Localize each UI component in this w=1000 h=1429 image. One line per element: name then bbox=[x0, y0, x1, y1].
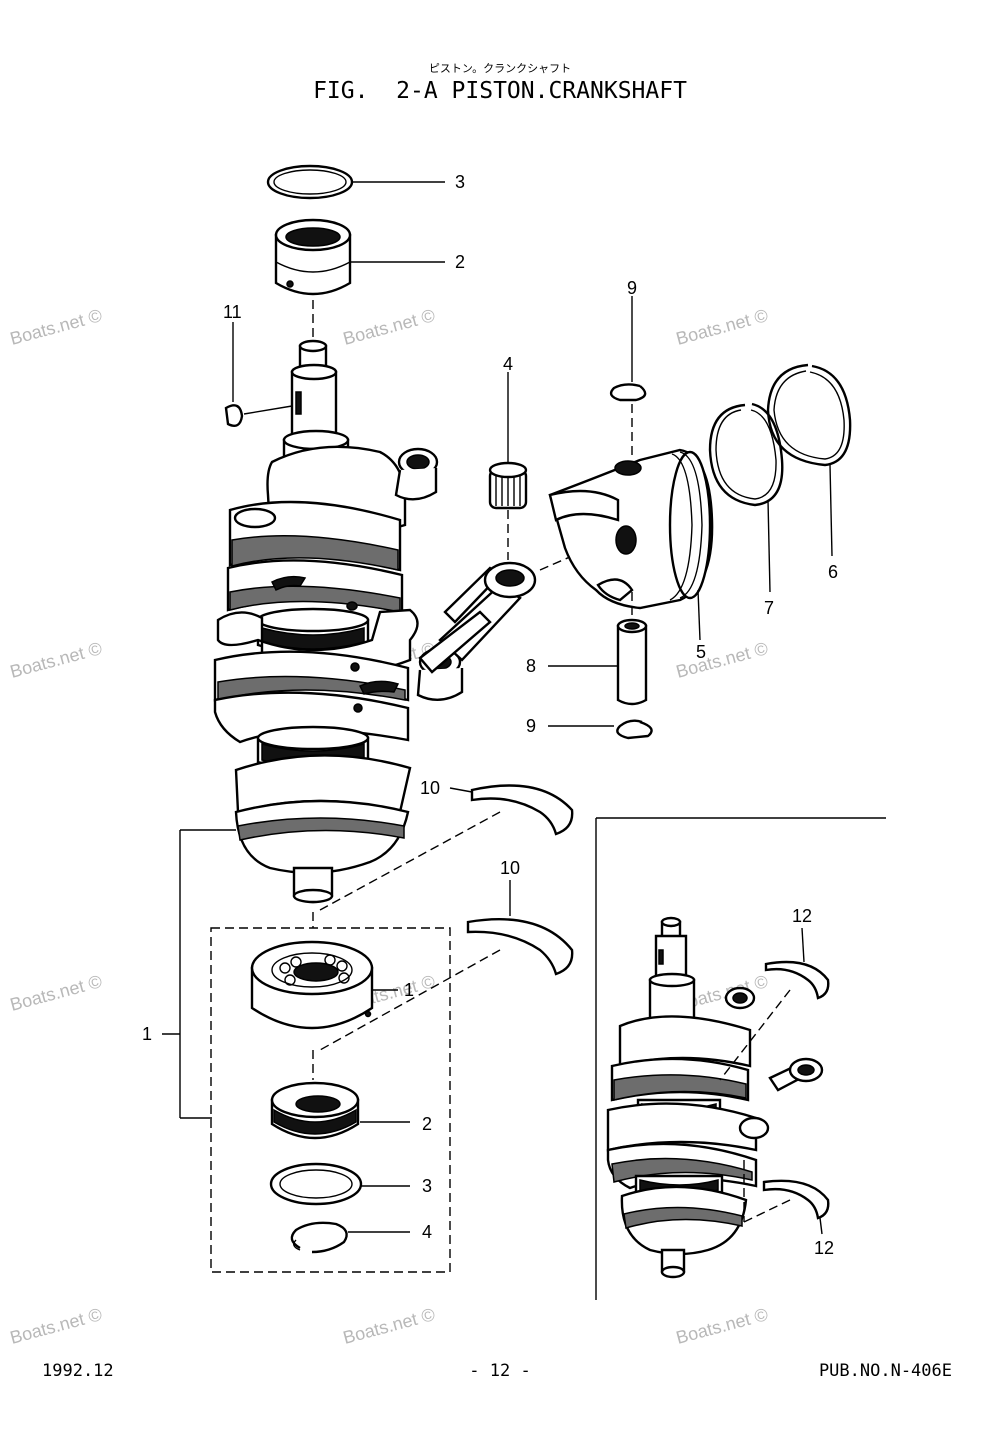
part-1-crankshaft-assembly[interactable] bbox=[213, 339, 464, 904]
watermark: Boats.net © bbox=[8, 638, 104, 682]
footer-publication-number: PUB.NO.N-406E bbox=[819, 1361, 952, 1381]
callout-7: 7 bbox=[764, 598, 774, 618]
callout-12-upper: 12 bbox=[792, 906, 812, 926]
part-8-piston-pin[interactable] bbox=[616, 618, 648, 706]
watermark: Boats.net © bbox=[674, 305, 770, 349]
footer-page-number: - 12 - bbox=[469, 1361, 530, 1381]
callout-4-kit-circlip: 4 bbox=[422, 1222, 432, 1242]
connecting-rod[interactable] bbox=[418, 561, 537, 674]
callout-3-kit-washer: 3 bbox=[422, 1176, 432, 1196]
watermark: Boats.net © bbox=[341, 305, 437, 349]
part-10-thrust-washer-lower[interactable] bbox=[466, 918, 574, 976]
watermark: Boats.net © bbox=[674, 1304, 770, 1348]
part-4-needle-bearing-small[interactable] bbox=[488, 461, 528, 510]
alt-part-12-thrust-washer-lower[interactable] bbox=[762, 1179, 830, 1220]
part-11-woodruff-key[interactable] bbox=[224, 404, 244, 427]
bearing-kit-box bbox=[210, 927, 451, 1273]
callout-3: 3 bbox=[455, 172, 465, 192]
watermark: Boats.net © bbox=[8, 305, 104, 349]
watermark: Boats.net © bbox=[341, 1304, 437, 1348]
callout-10-lower: 10 bbox=[500, 858, 520, 878]
part-9-circlip-lower[interactable] bbox=[616, 719, 653, 740]
kit-part-4-circlip[interactable] bbox=[290, 1221, 348, 1254]
alt-crankshaft-assembly[interactable] bbox=[606, 916, 824, 1279]
callout-labels: 3 2 11 4 9 5 7 6 8 9 10 10 1 1 2 3 4 12 … bbox=[142, 172, 838, 1258]
leader-lines bbox=[162, 181, 833, 1233]
figure-subtitle-jp: ピストン。クランクシャフト bbox=[429, 62, 571, 75]
alt-part-12-thrust-washer-upper[interactable] bbox=[764, 960, 830, 1000]
callout-11: 11 bbox=[223, 302, 242, 322]
callout-1-assembly: 1 bbox=[142, 1024, 152, 1044]
callout-8: 8 bbox=[526, 656, 536, 676]
callout-1-kit-bearing: 1 bbox=[404, 980, 414, 1000]
kit-part-1-ball-bearing[interactable] bbox=[250, 940, 374, 1030]
part-2-needle-bearing[interactable] bbox=[274, 218, 352, 296]
part-3-o-ring[interactable] bbox=[266, 164, 354, 200]
footer-date: 1992.12 bbox=[42, 1361, 114, 1381]
part-10-thrust-washer-upper[interactable] bbox=[470, 784, 574, 836]
callout-9-top: 9 bbox=[627, 278, 637, 298]
kit-part-2-oil-seal[interactable] bbox=[270, 1081, 360, 1140]
callout-12-lower: 12 bbox=[814, 1238, 834, 1258]
part-6-piston-ring[interactable] bbox=[766, 363, 852, 467]
callout-4: 4 bbox=[503, 354, 513, 374]
watermark: Boats.net © bbox=[8, 1304, 104, 1348]
callout-5: 5 bbox=[696, 642, 706, 662]
part-5-piston[interactable] bbox=[548, 448, 714, 610]
figure-title: FIG. 2-A PISTON.CRANKSHAFT bbox=[313, 78, 687, 104]
callout-6: 6 bbox=[828, 562, 838, 582]
callout-2-kit-seal: 2 bbox=[422, 1114, 432, 1134]
part-9-circlip-top[interactable] bbox=[609, 383, 647, 402]
watermark: Boats.net © bbox=[8, 971, 104, 1015]
watermark: Boats.net © bbox=[674, 638, 770, 682]
kit-part-3-washer[interactable] bbox=[269, 1162, 363, 1206]
callout-2: 2 bbox=[455, 252, 465, 272]
alt-crankshaft-inset-frame bbox=[595, 817, 886, 1300]
part-7-piston-ring[interactable] bbox=[708, 402, 784, 507]
callout-9-lower: 9 bbox=[526, 716, 536, 736]
callout-10-upper: 10 bbox=[420, 778, 440, 798]
